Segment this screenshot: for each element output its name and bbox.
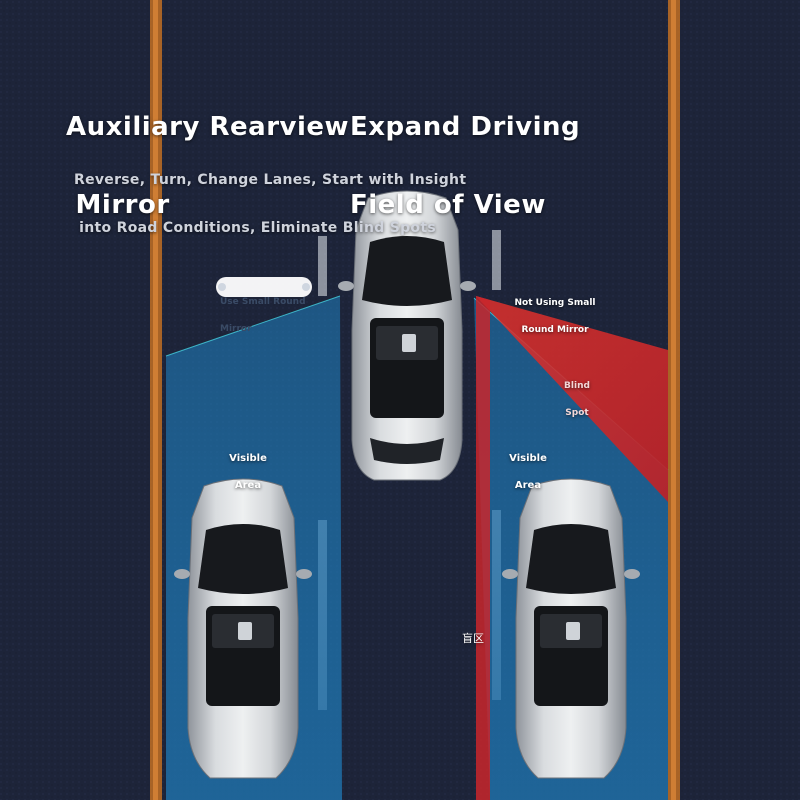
label-use-small-round-mirror: Use Small Round Mirror <box>220 280 310 343</box>
subtitle: Reverse, Turn, Change Lanes, Start with … <box>74 140 466 252</box>
mirror-icon-right <box>302 283 310 291</box>
label-visible-left-line1: Visible <box>229 453 267 464</box>
subtitle-line1: Reverse, Turn, Change Lanes, Start with … <box>74 172 467 188</box>
label-visible-left-line2: Area <box>234 480 262 491</box>
headline-right-line2: Field of View <box>350 190 546 220</box>
label-not-using-small-round-mirror: Not Using Small Round Mirror <box>505 281 605 344</box>
label-blind-spot-line2: Spot <box>565 408 589 418</box>
headline-left-line2: Mirror <box>66 190 170 220</box>
label-visible-area-right: Visible Area <box>498 436 558 499</box>
label-use-line1: Use Small Round <box>220 297 306 307</box>
car-top <box>338 190 476 481</box>
label-not-using-line2: Round Mirror <box>521 325 589 335</box>
label-mangqu: 盲区 <box>462 632 484 645</box>
small-round-mirror-pill <box>216 277 312 297</box>
headline-left-line1: Auxiliary Rearview <box>66 112 350 142</box>
label-use-line2: Mirror <box>220 324 252 334</box>
headline-right: Expand Driving Field of View <box>350 62 580 244</box>
blind-spot-area <box>476 296 668 502</box>
label-visible-area-left: Visible Area <box>218 436 278 499</box>
car-bottom-right <box>502 478 640 779</box>
headline-right-line1: Expand Driving <box>350 112 581 142</box>
headline-left: Auxiliary Rearview Mirror <box>66 62 349 244</box>
subtitle-line2: into Road Conditions, Eliminate Blind Sp… <box>74 220 436 236</box>
label-not-using-line1: Not Using Small <box>514 298 596 308</box>
label-blind-spot: Blind Spot <box>555 364 599 427</box>
label-visible-right-line1: Visible <box>509 453 547 464</box>
label-blind-spot-line1: Blind <box>564 381 590 391</box>
label-visible-right-line2: Area <box>514 480 542 491</box>
car-bottom-left <box>174 478 312 779</box>
mirror-icon-left <box>218 283 226 291</box>
